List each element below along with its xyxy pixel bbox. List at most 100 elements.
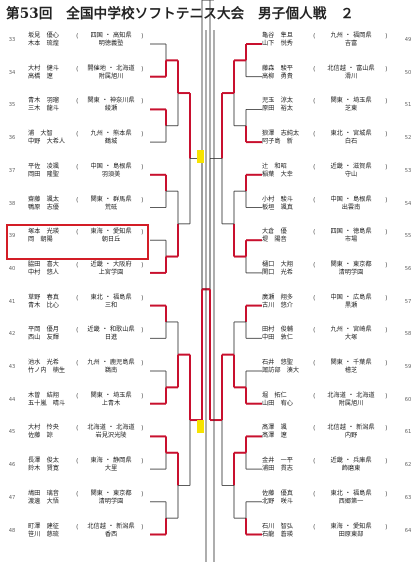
affiliation: 中国 ・ 広島県黒瀬	[318, 294, 384, 310]
region: 九州	[330, 32, 343, 39]
given-name: 諒	[46, 432, 53, 440]
given-name: 拓仁	[274, 391, 287, 399]
affiliation: 中国 ・ 島根県出雲南	[318, 196, 384, 212]
family-name: 笹川	[28, 530, 41, 538]
school-name: 檜芝	[344, 367, 358, 374]
school-name: 三和	[104, 301, 118, 309]
school-name: 上青木	[101, 399, 121, 407]
family-name: 高橋	[28, 72, 41, 80]
given-name: 健斗	[46, 64, 59, 72]
given-name: 遼	[46, 72, 53, 80]
separator: ・	[342, 130, 353, 138]
player-name: 原田 裕太	[262, 105, 293, 113]
region-prefecture: 東北 ・ 福島県	[82, 294, 140, 302]
seed-number: 60	[404, 396, 412, 403]
separator: ・	[342, 457, 353, 465]
family-name: 石川	[262, 522, 275, 530]
separator: ・	[342, 359, 353, 366]
player-name: 稲葉 大幸	[262, 171, 293, 179]
region-prefecture: 九州 ・ 鹿児島県	[82, 359, 140, 367]
family-name: 山下	[262, 40, 275, 47]
seed-number: 51	[404, 102, 412, 109]
player-names: 脇田 喜大中村 悠人	[28, 261, 59, 277]
affiliation: 近畿 ・ 和歌山県日進	[82, 326, 140, 342]
family-name: 樋口	[262, 260, 275, 268]
family-name: 山田	[262, 399, 275, 407]
school-name: 鶴城	[104, 138, 118, 146]
paren-close: )	[141, 489, 144, 498]
player-name: 木本 琉煌	[28, 40, 59, 48]
region: 近畿	[330, 457, 343, 465]
region: 関東	[330, 97, 343, 105]
school-name: 西郷第一	[338, 497, 364, 505]
paren-open: (	[313, 97, 316, 106]
given-name: 颯真	[280, 203, 293, 211]
family-name: 竹ノ内	[28, 367, 47, 374]
region: 北海道	[327, 391, 346, 399]
region-prefecture: 中国 ・ 広島県	[318, 294, 384, 302]
paren-close: )	[141, 130, 144, 139]
player-names: 樋口 大翔関口 光希	[262, 261, 293, 277]
prefecture: 神奈川県	[109, 97, 135, 105]
seed-number: 49	[404, 37, 412, 43]
paren-open: (	[76, 64, 79, 73]
region: 関東	[90, 391, 103, 399]
seed-number: 34	[8, 69, 16, 76]
region-prefecture: 東北 ・ 福島県	[318, 490, 384, 498]
family-name: 大村	[28, 64, 41, 72]
prefecture: 静岡県	[112, 457, 132, 465]
region: 開催地	[87, 64, 106, 72]
region: 関東	[87, 97, 100, 105]
player-name: 辻 和昭	[262, 163, 293, 171]
prefecture: 新潟県	[116, 522, 135, 530]
region-prefecture: 近畿 ・ 和歌山県	[82, 326, 140, 334]
family-name: 齋藤	[28, 195, 41, 203]
region-prefecture: 開催地 ・ 北海道	[82, 65, 140, 73]
player-names: 廣瀬 翔多古川 悠介	[262, 294, 293, 310]
school-name: 出雲南	[341, 203, 361, 211]
paren-close: )	[141, 293, 144, 302]
seed-number: 37	[8, 167, 16, 174]
seed-number: 33	[8, 37, 16, 43]
separator: ・	[102, 195, 113, 203]
separator: ・	[105, 522, 117, 530]
school-name: 綾瀬	[104, 105, 118, 113]
family-name: 佐藤	[28, 432, 41, 440]
region: 近畿	[90, 260, 103, 268]
affiliation: 東海 ・ 愛知県朝日丘	[82, 228, 140, 244]
family-name: 廣瀬	[262, 293, 275, 301]
paren-open: (	[76, 391, 79, 400]
family-name: 亀谷	[262, 32, 275, 39]
seed-number: 55	[404, 233, 412, 240]
school-name: 朝日丘	[101, 236, 121, 244]
seed-number: 57	[404, 298, 412, 305]
family-name: 髙澤	[262, 424, 275, 432]
given-name: 俊輔	[280, 326, 293, 334]
affiliation: 四国 ・ 高知県明徳義塾	[82, 32, 140, 48]
player-names: 坂見 優心木本 琉煌	[28, 32, 59, 48]
paren-close: )	[385, 32, 388, 40]
prefecture: 福島県	[352, 489, 372, 497]
player-name: 平岡 優月	[28, 326, 59, 334]
given-name: 遼	[280, 432, 287, 440]
prefecture: 和歌山県	[109, 326, 135, 334]
paren-open: (	[313, 195, 316, 204]
paren-open: (	[76, 489, 79, 498]
player-name: 北野 咲斗	[262, 498, 293, 506]
given-name: 隼旦	[280, 32, 293, 39]
player-names: 平岡 優月西山 友輝	[28, 326, 59, 342]
affiliation: 九州 ・ 鹿児島県鵜南	[82, 359, 140, 375]
region-prefecture: 東海 ・ 静岡県	[82, 457, 140, 465]
player-name: 廣瀬 翔多	[262, 294, 293, 302]
paren-close: )	[385, 457, 388, 466]
affiliation: 東北 ・ 宮城県白石	[318, 130, 384, 146]
seed-number: 58	[404, 331, 412, 338]
paren-close: )	[141, 457, 144, 466]
